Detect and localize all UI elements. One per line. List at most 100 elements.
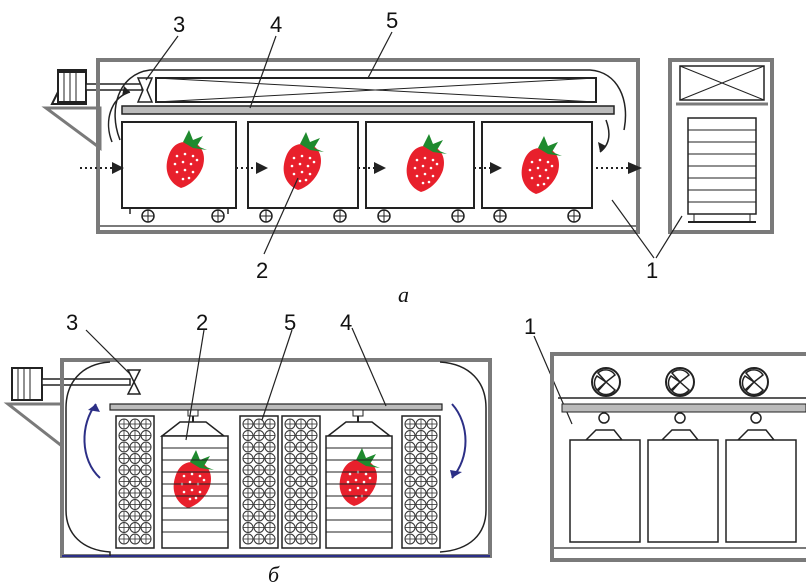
- mesh-hole: [284, 499, 296, 510]
- mesh-hole: [284, 510, 296, 522]
- mesh-hole: [129, 453, 141, 464]
- mesh-hole: [306, 510, 318, 522]
- leader-lines-b: [85, 327, 573, 441]
- storage-cabinet-b: [550, 352, 806, 562]
- mesh-hole: [253, 418, 265, 430]
- callout-2-a: 2: [256, 258, 268, 283]
- mesh-hole: [129, 464, 141, 476]
- mesh-hole: [426, 476, 438, 487]
- mesh-hole: [284, 441, 296, 453]
- fan-a: [136, 77, 154, 103]
- mesh-hole: [264, 464, 276, 476]
- mesh-hole: [295, 499, 307, 510]
- mesh-hole: [284, 453, 296, 464]
- mesh-hole: [404, 522, 416, 533]
- mesh-hole: [415, 464, 427, 476]
- mesh-hole: [118, 499, 130, 510]
- mesh-hole: [253, 522, 265, 533]
- mesh-hole: [306, 453, 318, 464]
- mesh-hole: [426, 418, 438, 430]
- mesh-hole: [306, 464, 318, 476]
- callout-5-a: 5: [386, 8, 398, 33]
- mesh-hole: [415, 499, 427, 510]
- mesh-hole: [140, 499, 152, 510]
- air-loop-a: [114, 69, 627, 141]
- mesh-hole: [253, 453, 265, 464]
- mesh-hole: [253, 487, 265, 499]
- heater-a: [155, 77, 597, 103]
- mesh-hole: [404, 510, 416, 522]
- mesh-hole: [264, 441, 276, 453]
- mesh-hole: [264, 533, 276, 545]
- mesh-hole: [242, 453, 254, 464]
- callout-1-b: 1: [524, 314, 536, 339]
- mesh-hole: [415, 418, 427, 430]
- mesh-hole: [242, 533, 254, 545]
- mesh-hole: [118, 453, 130, 464]
- mesh-hole: [140, 510, 152, 522]
- mesh-hole: [140, 487, 152, 499]
- mesh-hole: [129, 533, 141, 545]
- mesh-hole: [426, 533, 438, 545]
- trolley-a-3: [365, 121, 475, 223]
- callout-3-a: 3: [173, 12, 185, 37]
- mesh-hole: [284, 533, 296, 545]
- mesh-hole: [140, 522, 152, 533]
- mesh-hole: [284, 522, 296, 533]
- mesh-hole: [284, 430, 296, 441]
- motor-b: [11, 367, 142, 401]
- callout-5-b: 5: [284, 310, 296, 335]
- mesh-hole: [129, 522, 141, 533]
- mesh-hole: [118, 430, 130, 441]
- caption-b: б: [268, 562, 280, 587]
- mesh-hole: [306, 533, 318, 545]
- mesh-hole: [426, 487, 438, 499]
- mesh-hole: [404, 476, 416, 487]
- mesh-hole: [295, 510, 307, 522]
- mesh-hole: [404, 533, 416, 545]
- partition-b: [109, 403, 443, 411]
- mesh-hole: [253, 499, 265, 510]
- motor-a: [50, 69, 143, 105]
- mesh-hole: [264, 487, 276, 499]
- mesh-hole: [426, 510, 438, 522]
- mesh-hole: [242, 499, 254, 510]
- mesh-hole: [129, 430, 141, 441]
- support-bracket-a: [41, 106, 102, 151]
- mesh-hole: [242, 510, 254, 522]
- mesh-hole: [118, 441, 130, 453]
- caption-a: а: [398, 282, 409, 307]
- trolley-a-4: [481, 121, 593, 223]
- mesh-hole: [129, 487, 141, 499]
- mesh-hole: [140, 430, 152, 441]
- mesh-hole: [295, 522, 307, 533]
- mesh-hole: [404, 430, 416, 441]
- mesh-hole: [242, 430, 254, 441]
- mesh-hole: [284, 487, 296, 499]
- mesh-hole: [253, 510, 265, 522]
- callout-4-a: 4: [270, 12, 282, 37]
- mesh-hole: [264, 476, 276, 487]
- mesh-hole: [140, 441, 152, 453]
- mesh-hole: [264, 499, 276, 510]
- mesh-hole: [295, 487, 307, 499]
- mesh-hole: [264, 453, 276, 464]
- mesh-hole: [426, 453, 438, 464]
- mesh-hole: [415, 476, 427, 487]
- mesh-hole: [426, 499, 438, 510]
- mesh-hole: [253, 430, 265, 441]
- mesh-hole: [404, 418, 416, 430]
- mesh-hole: [426, 464, 438, 476]
- dryer-housing-a: [96, 58, 640, 234]
- mesh-hole: [118, 522, 130, 533]
- mesh-hole: [264, 510, 276, 522]
- mesh-hole: [415, 533, 427, 545]
- mesh-hole: [140, 453, 152, 464]
- mesh-hole: [118, 487, 130, 499]
- mesh-hole: [140, 533, 152, 545]
- trolley-a-2: [247, 121, 359, 223]
- mesh-hole: [415, 430, 427, 441]
- mesh-hole: [284, 476, 296, 487]
- mesh-hole: [404, 487, 416, 499]
